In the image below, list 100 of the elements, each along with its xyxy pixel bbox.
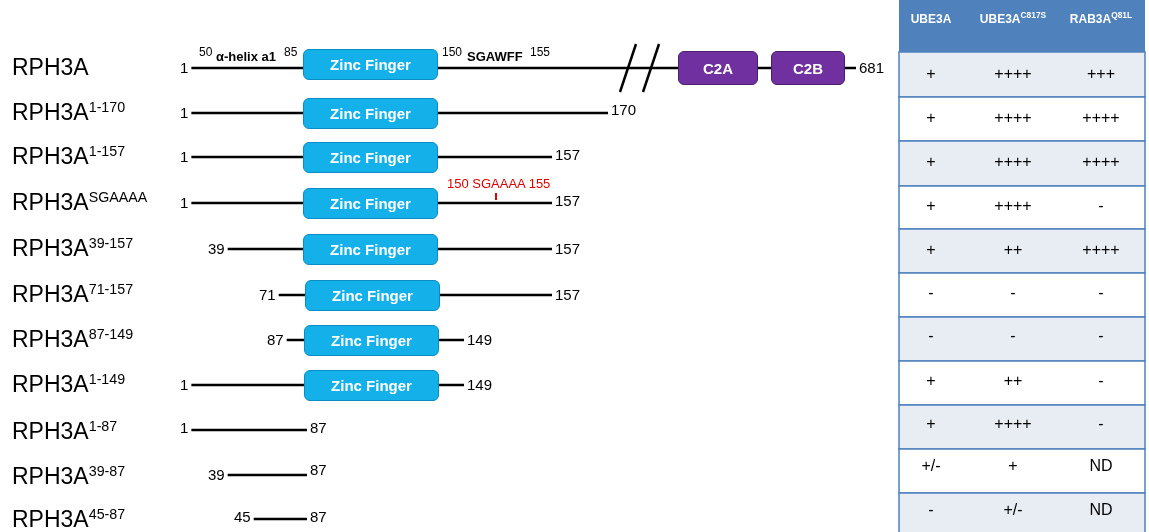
protein-line bbox=[440, 293, 552, 297]
table-cell: + bbox=[1008, 457, 1018, 475]
protein-line bbox=[439, 338, 464, 342]
table-cell: - bbox=[928, 501, 934, 519]
construct-name: RPH3A$^{1-170}$ bbox=[12, 100, 126, 126]
residue-number: 1 bbox=[177, 148, 192, 166]
residue-number: 149 bbox=[464, 376, 496, 394]
table-cell: +++ bbox=[1087, 65, 1115, 83]
table-cell: +/- bbox=[921, 457, 941, 475]
residue-number: 157 bbox=[552, 192, 584, 210]
residue-number: 157 bbox=[552, 240, 584, 258]
residue-number: 87 bbox=[264, 331, 287, 349]
residue-number: 87 bbox=[307, 419, 330, 437]
table-cell: - bbox=[928, 327, 934, 345]
zinc-finger-domain-box: Zinc Finger bbox=[303, 234, 438, 265]
table-cell: - bbox=[1098, 415, 1104, 433]
residue-number: 681 bbox=[856, 59, 888, 77]
construct-name: RPH3A$^{71-157}$ bbox=[12, 282, 134, 308]
protein-line bbox=[191, 428, 307, 432]
residue-number: 50 bbox=[199, 46, 213, 60]
table-cell: ++++ bbox=[1082, 241, 1120, 259]
motif-label: SGAWFF bbox=[467, 49, 523, 65]
table-cell: - bbox=[1010, 327, 1016, 345]
residue-number: 1 bbox=[177, 376, 192, 394]
protein-line bbox=[438, 155, 552, 159]
residue-number: 1 bbox=[177, 194, 192, 212]
zinc-finger-domain-box: Zinc Finger bbox=[303, 49, 438, 80]
table-cell: - bbox=[1098, 197, 1104, 215]
table-cell: - bbox=[1010, 284, 1016, 302]
table-cell: + bbox=[926, 197, 936, 215]
motif-label: α-helix a1 bbox=[216, 49, 277, 65]
table-cell: + bbox=[926, 241, 936, 259]
table-cell: + bbox=[926, 109, 936, 127]
table-cell: - bbox=[1098, 284, 1104, 302]
protein-line bbox=[438, 247, 552, 251]
table-cell: + bbox=[926, 153, 936, 171]
mutation-label: 150 SGAAAA 155 bbox=[447, 176, 551, 192]
table-cell: ++++ bbox=[994, 153, 1032, 171]
construct-name: RPH3A$^{SGAAAA}$ bbox=[12, 190, 148, 216]
table-cell: - bbox=[928, 284, 934, 302]
table-cell: ND bbox=[1089, 501, 1113, 519]
protein-line bbox=[191, 111, 303, 115]
construct-name: RPH3A$^{1-157}$ bbox=[12, 144, 126, 170]
protein-line bbox=[227, 247, 303, 251]
column-header: UBE3A bbox=[910, 13, 952, 27]
table-cell: - bbox=[1098, 372, 1104, 390]
table-cell: ++ bbox=[1003, 241, 1023, 259]
table-cell: ++++ bbox=[994, 109, 1032, 127]
zinc-finger-domain-box: Zinc Finger bbox=[304, 370, 439, 401]
construct-name: RPH3A$^{39-157}$ bbox=[12, 236, 134, 262]
residue-number: 155 bbox=[530, 46, 551, 60]
zinc-finger-domain-box: Zinc Finger bbox=[304, 325, 439, 356]
protein-line bbox=[253, 517, 307, 521]
zinc-finger-domain-box: Zinc Finger bbox=[303, 98, 438, 129]
zinc-finger-domain-box: Zinc Finger bbox=[303, 188, 438, 219]
construct-name: RPH3A$^{1-87}$ bbox=[12, 419, 118, 445]
table-cell: ++++ bbox=[994, 415, 1032, 433]
protein-line bbox=[191, 155, 303, 159]
protein-line bbox=[438, 201, 552, 205]
residue-number: 1 bbox=[177, 419, 192, 437]
construct-name: RPH3A$^{87-149}$ bbox=[12, 327, 134, 353]
c2-domain-box: C2A bbox=[678, 51, 758, 85]
residue-number: 150 bbox=[442, 46, 463, 60]
table-cell: ++++ bbox=[1082, 109, 1120, 127]
table-cell: ++ bbox=[1003, 372, 1023, 390]
table-cell: ND bbox=[1089, 457, 1113, 475]
residue-number: 157 bbox=[552, 286, 584, 304]
protein-line bbox=[191, 66, 303, 70]
zinc-finger-domain-box: Zinc Finger bbox=[305, 280, 440, 311]
residue-number: 1 bbox=[177, 59, 192, 77]
table-cell: ++++ bbox=[994, 65, 1032, 83]
protein-line bbox=[191, 201, 303, 205]
residue-number: 45 bbox=[231, 508, 254, 526]
zinc-finger-domain-box: Zinc Finger bbox=[303, 142, 438, 173]
protein-line bbox=[438, 66, 678, 70]
construct-name: RPH3A bbox=[12, 55, 89, 81]
protein-line bbox=[227, 473, 307, 477]
protein-line bbox=[191, 383, 304, 387]
c2-domain-box: C2B bbox=[771, 51, 845, 85]
table-cell: + bbox=[926, 415, 936, 433]
residue-number: 1 bbox=[177, 104, 192, 122]
protein-line bbox=[278, 293, 305, 297]
residue-number: 157 bbox=[552, 146, 584, 164]
protein-line bbox=[438, 111, 608, 115]
residue-number: 170 bbox=[608, 101, 640, 119]
residue-number: 71 bbox=[256, 286, 279, 304]
table-cell: ++++ bbox=[994, 197, 1032, 215]
table-cell: +/- bbox=[1003, 501, 1023, 519]
table-cell: + bbox=[926, 65, 936, 83]
residue-number: 85 bbox=[284, 46, 298, 60]
table-cell: - bbox=[1098, 327, 1104, 345]
residue-number: 149 bbox=[464, 331, 496, 349]
residue-number: 87 bbox=[307, 461, 330, 479]
column-header: RAB3A$^{Q81L}$ bbox=[1069, 13, 1133, 27]
construct-name: RPH3A$^{45-87}$ bbox=[12, 507, 126, 532]
table-cell: + bbox=[926, 372, 936, 390]
residue-number: 87 bbox=[307, 508, 330, 526]
table-cell: ++++ bbox=[1082, 153, 1120, 171]
construct-name: RPH3A$^{39-87}$ bbox=[12, 464, 126, 490]
column-header: UBE3A$^{C817S}$ bbox=[979, 13, 1047, 27]
